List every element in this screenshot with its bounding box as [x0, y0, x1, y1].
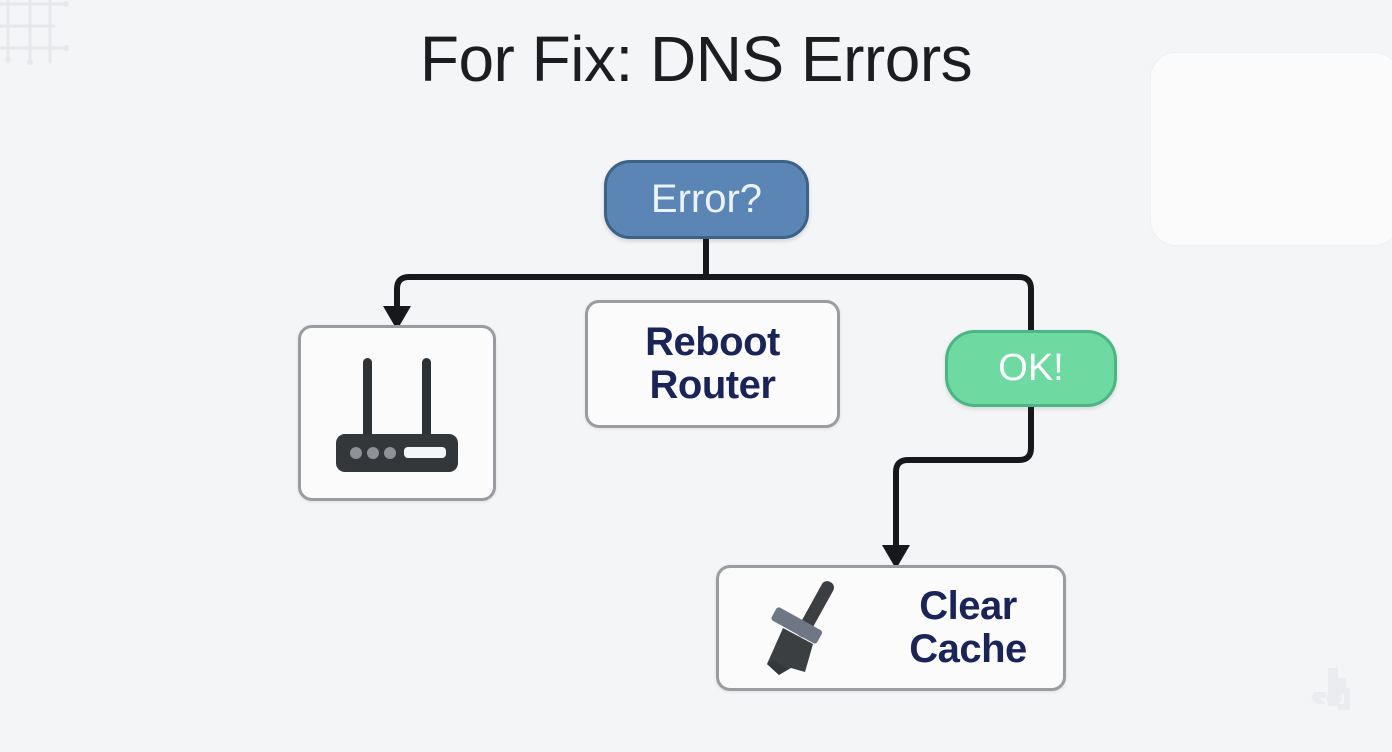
- node-error-decision[interactable]: Error?: [604, 160, 809, 239]
- node-ok-label: OK!: [998, 347, 1064, 389]
- node-reboot-label-line1: Reboot: [645, 319, 780, 364]
- broom-icon: [743, 576, 851, 680]
- node-ok-success[interactable]: OK!: [945, 330, 1117, 407]
- brand-watermark-logo: [1311, 668, 1350, 710]
- edge-ok-to-clear-cache: [893, 404, 1034, 554]
- node-clear-cache-label-line1: Clear: [919, 583, 1017, 628]
- node-clear-cache-label: Clear Cache: [873, 583, 1063, 671]
- node-reboot-router-card[interactable]: Reboot Router: [585, 300, 840, 428]
- node-clear-cache-card[interactable]: Clear Cache: [716, 565, 1066, 691]
- page-title: For Fix: DNS Errors: [419, 23, 973, 95]
- node-error-label: Error?: [650, 177, 763, 221]
- wifi-router-icon: [322, 348, 472, 478]
- node-reboot-label-line2: Router: [649, 363, 776, 407]
- node-reboot-label: Reboot Router: [645, 319, 780, 407]
- node-router-icon-card[interactable]: [298, 325, 496, 501]
- node-clear-cache-label-line2: Cache: [909, 627, 1027, 671]
